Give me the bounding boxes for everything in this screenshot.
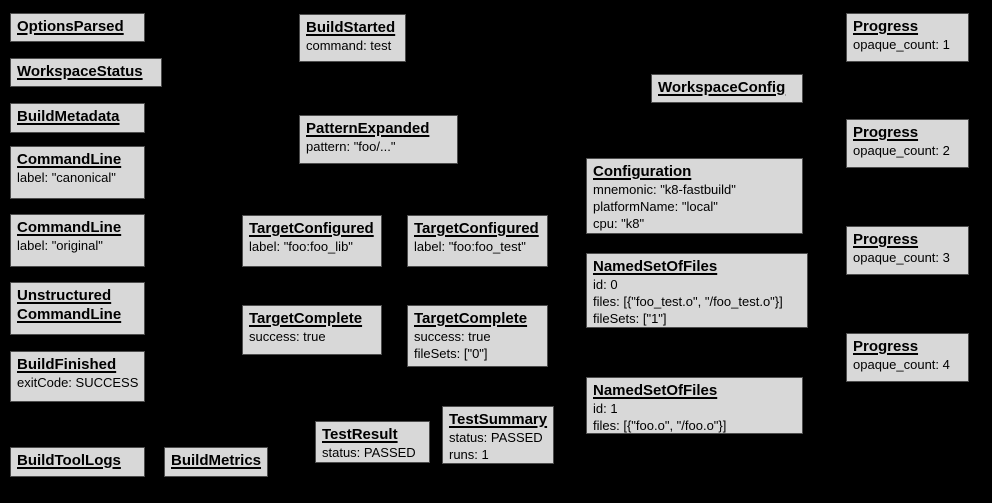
node-build-started: BuildStarted command: test [299, 14, 406, 62]
node-attribute-line: pattern: "foo/..." [306, 139, 396, 154]
node-build-tool-logs: BuildToolLogs [10, 447, 145, 477]
node-attribute-line: opaque_count: 1 [853, 37, 950, 52]
node-attribute-line: runs: 1 [449, 447, 489, 462]
node-named-set-of-files-0: NamedSetOfFiles id: 0 files: [{"foo_test.o… [586, 253, 808, 328]
node-title: NamedSetOfFiles [593, 258, 718, 275]
node-title: NamedSetOfFiles [593, 382, 718, 399]
node-progress-4: Progress opaque_count: 4 [846, 333, 969, 382]
node-attribute-line: platformName: "local" [593, 199, 718, 214]
node-build-metadata: BuildMetadata [10, 103, 145, 133]
node-title: TargetComplete [414, 310, 528, 327]
node-target-configured-foo-test: TargetConfigured label: "foo:foo_test" [407, 215, 548, 267]
node-attribute-line: success: true [414, 329, 491, 344]
node-progress-1: Progress opaque_count: 1 [846, 13, 969, 62]
node-attribute-line: opaque_count: 3 [853, 250, 950, 265]
node-attribute-line: label: "canonical" [17, 170, 116, 185]
node-workspace-config: WorkspaceConfig [651, 74, 803, 103]
node-attribute-line: label: "foo:foo_test" [414, 239, 526, 254]
node-pattern-expanded: PatternExpanded pattern: "foo/..." [299, 115, 458, 164]
node-attribute-line: command: test [306, 38, 392, 53]
node-attribute-line: id: 1 [593, 401, 618, 416]
node-target-complete-test: TargetComplete success: true fileSets: ["0… [407, 305, 548, 367]
node-options-parsed: OptionsParsed [10, 13, 145, 42]
node-title: WorkspaceStatus [17, 63, 143, 80]
node-title: Configuration [593, 163, 692, 180]
node-attribute-line: status: PASSED [449, 430, 543, 445]
node-attribute-line: fileSets: ["0"] [414, 346, 488, 361]
node-attribute-line: label: "foo:foo_lib" [249, 239, 353, 254]
node-attribute-line: success: true [249, 329, 326, 344]
node-attribute-line: fileSets: ["1"] [593, 311, 667, 326]
node-target-configured-foo-lib: TargetConfigured label: "foo:foo_lib" [242, 215, 382, 267]
node-title: Progress [853, 18, 919, 35]
node-configuration: Configuration mnemonic: "k8-fastbuild" pla… [586, 158, 803, 234]
node-test-summary: TestSummary status: PASSED runs: 1 [442, 406, 554, 464]
node-title: PatternExpanded [306, 120, 430, 137]
node-attribute-line: exitCode: SUCCESS [17, 375, 139, 390]
node-title: TargetConfigured [249, 220, 374, 237]
node-build-finished: BuildFinished exitCode: SUCCESS [10, 351, 145, 402]
node-title: TestSummary [449, 411, 548, 428]
node-title: BuildToolLogs [17, 452, 121, 469]
node-progress-2: Progress opaque_count: 2 [846, 119, 969, 168]
node-title: BuildStarted [306, 19, 396, 36]
node-named-set-of-files-1: NamedSetOfFiles id: 1 files: [{"foo.o", "/… [586, 377, 803, 434]
node-workspace-status: WorkspaceStatus [10, 58, 162, 87]
node-title: BuildMetrics [171, 452, 262, 469]
node-build-metrics: BuildMetrics [164, 447, 268, 477]
node-title: TargetComplete [249, 310, 363, 327]
node-attribute-line: label: "original" [17, 238, 103, 253]
node-title: BuildFinished [17, 356, 117, 373]
node-progress-3: Progress opaque_count: 3 [846, 226, 969, 275]
node-title: Progress [853, 124, 919, 141]
node-attribute-line: files: [{"foo_test.o", "/foo_test.o"}] [593, 294, 783, 309]
node-target-complete-lib: TargetComplete success: true [242, 305, 382, 355]
node-command-line-canonical: CommandLine label: "canonical" [10, 146, 145, 199]
node-title: WorkspaceConfig [658, 79, 786, 96]
node-title: BuildMetadata [17, 108, 120, 125]
node-attribute-line: files: [{"foo.o", "/foo.o"}] [593, 418, 727, 433]
node-title: TargetConfigured [414, 220, 539, 237]
node-attribute-line: opaque_count: 4 [853, 357, 950, 372]
node-title: Unstructured [17, 287, 112, 304]
node-title: OptionsParsed [17, 18, 124, 35]
node-title: Progress [853, 231, 919, 248]
node-attribute-line: id: 0 [593, 277, 618, 292]
node-attribute-line: status: PASSED [322, 445, 416, 460]
node-attribute-line: mnemonic: "k8-fastbuild" [593, 182, 736, 197]
node-title: CommandLine [17, 151, 122, 168]
node-test-result: TestResult status: PASSED [315, 421, 430, 463]
node-title: TestResult [322, 426, 398, 443]
node-title: CommandLine [17, 219, 122, 236]
node-command-line-original: CommandLine label: "original" [10, 214, 145, 267]
node-title: Progress [853, 338, 919, 355]
node-title: CommandLine [17, 306, 122, 323]
node-attribute-line: cpu: "k8" [593, 216, 645, 231]
node-attribute-line: opaque_count: 2 [853, 143, 950, 158]
